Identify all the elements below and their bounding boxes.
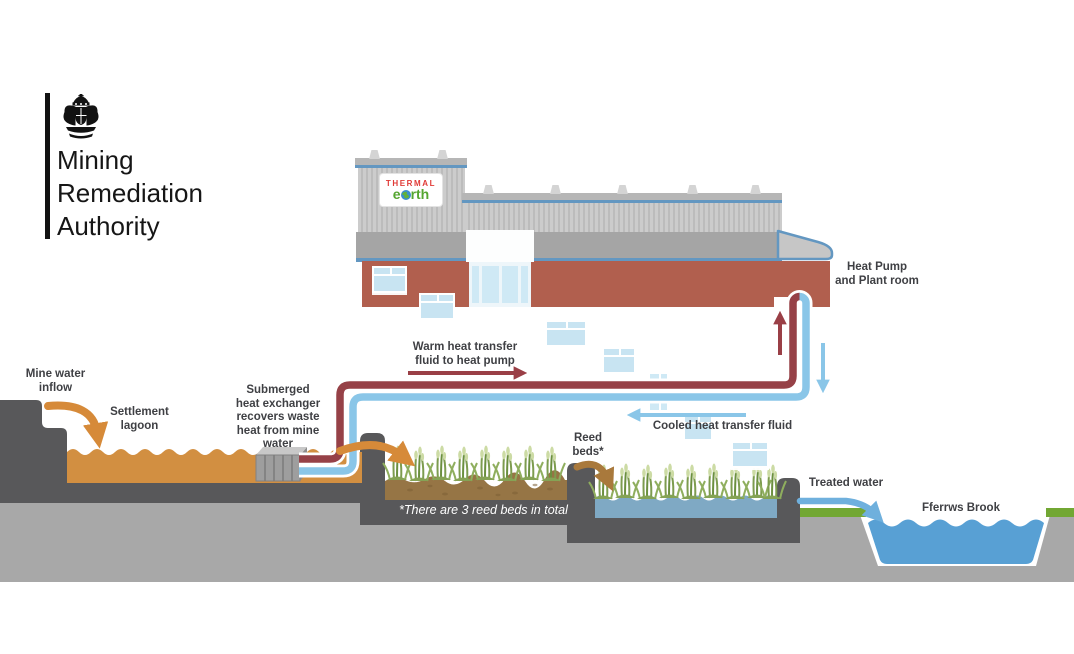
roof-vent <box>687 185 698 194</box>
cooled-fluid-label: Cooled heat transfer fluid <box>652 420 793 432</box>
main-roof-cap <box>462 193 782 203</box>
roof-vent <box>483 185 494 194</box>
reed-bed-2-plants <box>588 462 787 500</box>
settlement-lagoon-label: Settlement lagoon <box>110 406 169 432</box>
globe-icon <box>400 189 411 200</box>
mine-water-inflow-label: Mine water inflow <box>25 368 86 394</box>
grass-left <box>800 508 866 517</box>
lagoon-to-reed-bed-arrow <box>336 440 416 467</box>
reed-beds-note: *There are 3 reed beds in total <box>399 503 568 517</box>
roof-vent <box>369 150 380 159</box>
roof-vent <box>550 185 561 194</box>
main-cladding <box>465 203 782 232</box>
royal-crest-icon <box>63 94 99 139</box>
reed-bed-2-right-wall <box>777 478 800 543</box>
fascia-band <box>356 232 782 262</box>
lagoon-wall <box>360 433 385 525</box>
roof-vent <box>437 150 448 159</box>
sign-text-thermal: THERMAL <box>385 179 437 188</box>
warm-fluid-label: Warm heat transfer fluid to heat pump <box>412 341 518 367</box>
reed-bed-2-base <box>567 518 800 543</box>
roof-vent <box>617 185 628 194</box>
window <box>545 320 587 347</box>
reed-bed-2-water <box>595 495 777 518</box>
side-door <box>648 372 669 412</box>
settlement-lagoon-water <box>67 449 362 483</box>
pipe-notch <box>774 297 791 307</box>
reed-bed-divider-wall <box>567 463 595 543</box>
soil-speckles <box>407 483 553 497</box>
brook-basin <box>860 515 1050 566</box>
fferrws-brook-label: Fferrws Brook <box>922 502 1000 514</box>
brook-water <box>868 519 1044 564</box>
roof-vent <box>750 185 761 194</box>
treated-water-label: Treated water <box>808 477 884 489</box>
window <box>602 347 636 374</box>
reed-bed-flow-arrow <box>573 460 615 492</box>
logo-text: Mining Remediation Authority <box>57 145 203 241</box>
reed-bed-1-plants <box>382 444 566 482</box>
window <box>419 293 455 320</box>
reed-beds-label: Reed beds* <box>572 432 604 458</box>
plant-room-roof <box>776 229 834 261</box>
logo-bar <box>45 93 50 239</box>
tower-roof-cap <box>355 158 467 168</box>
heat-pump-label: Heat Pump and Plant room <box>835 261 919 287</box>
mine-water-inflow-arrow <box>44 401 109 449</box>
treated-water-arrow <box>796 497 884 523</box>
window <box>731 441 769 468</box>
window <box>372 266 407 293</box>
heat-exchanger-label: Submerged heat exchanger recovers waste … <box>235 384 321 450</box>
entrance-canopy <box>466 230 534 262</box>
heat-exchanger <box>255 447 307 482</box>
grass-right <box>1046 508 1074 517</box>
entrance-doors <box>469 262 531 307</box>
reed-bed-1-soil <box>385 470 567 500</box>
